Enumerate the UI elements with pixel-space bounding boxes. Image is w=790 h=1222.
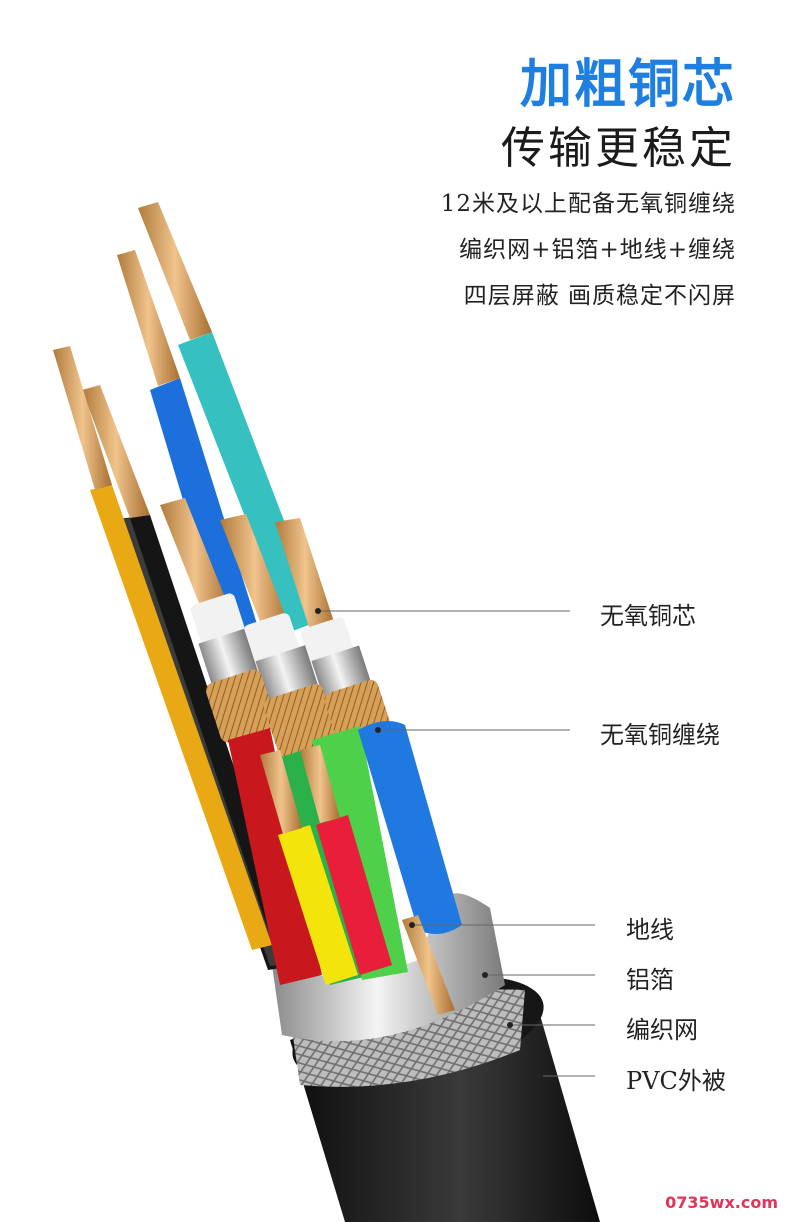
yellow-inner-wire xyxy=(260,750,358,985)
drain-wire xyxy=(402,915,455,1015)
yellow-wire xyxy=(53,346,272,950)
blue-wire-long xyxy=(117,250,262,650)
callout-braid: 编织网 xyxy=(626,1016,698,1044)
callout-core: 无氧铜芯 xyxy=(600,602,696,630)
cyan-wire xyxy=(138,202,322,632)
red-wire-outer xyxy=(228,728,322,985)
coax-inner-cores xyxy=(160,498,335,634)
description-line-3: 四层屏蔽 画质稳定不闪屏 xyxy=(463,283,736,309)
red-inner-wire xyxy=(300,745,392,975)
callout-lines xyxy=(315,608,595,1079)
callout-wrap: 无氧铜缠绕 xyxy=(600,721,720,749)
callout-foil: 铝箔 xyxy=(626,966,674,994)
watermark: 0735wx.com xyxy=(665,1193,778,1212)
callout-jacket: PVC外被 xyxy=(626,1067,726,1095)
description-line-1: 12米及以上配备无氧铜缠绕 xyxy=(440,191,736,217)
subheadline: 传输更稳定 xyxy=(501,123,736,174)
description-line-2: 编织网+铝箔+地线+缠绕 xyxy=(459,237,736,263)
callout-ground: 地线 xyxy=(626,916,674,944)
blue-wire-outer xyxy=(358,721,462,934)
headline: 加粗铜芯 xyxy=(519,54,736,115)
